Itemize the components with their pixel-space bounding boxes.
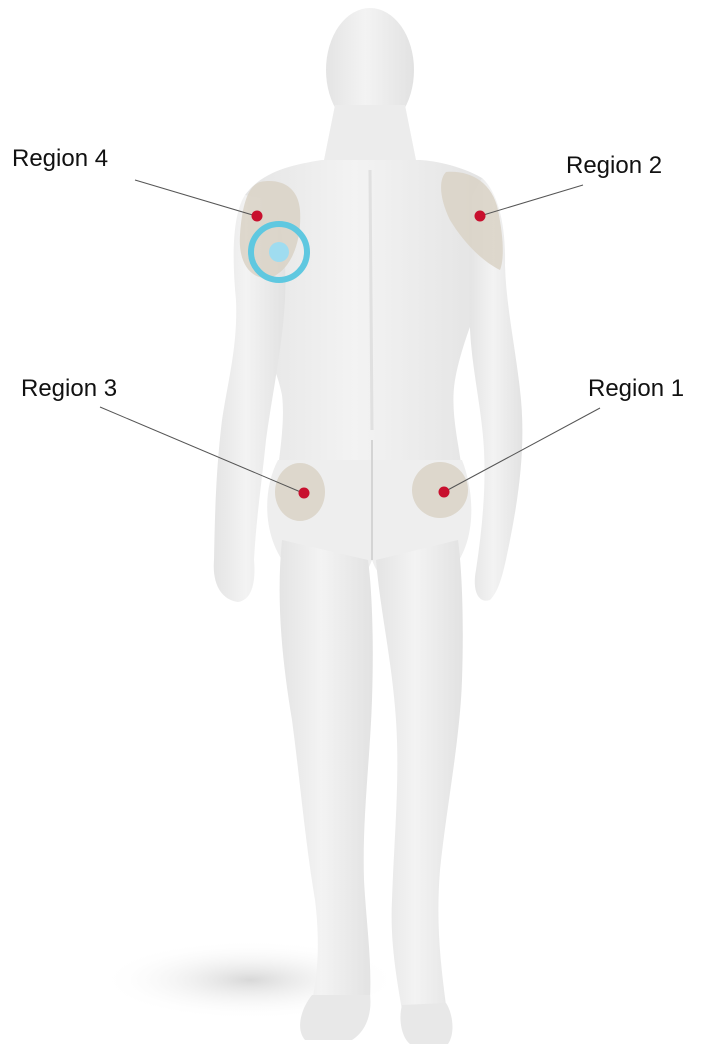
region-1-label: Region 1 [588,377,684,401]
spine-groove [370,170,372,430]
region-4-dot[interactable] [252,211,263,222]
left-leg [280,540,373,1008]
region-2-label: Region 2 [566,154,662,178]
region-4-leader-line [135,180,256,216]
region-1-dot[interactable] [439,487,450,498]
region-3-dot[interactable] [299,488,310,499]
selection-dot[interactable] [269,242,289,262]
right-leg [376,540,463,1015]
right-foot [400,1003,452,1044]
left-foot [300,995,370,1040]
region-4-label: Region 4 [12,147,108,171]
region-3-label: Region 3 [21,377,117,401]
region-2-dot[interactable] [475,211,486,222]
region-3-leader-line [100,407,303,493]
